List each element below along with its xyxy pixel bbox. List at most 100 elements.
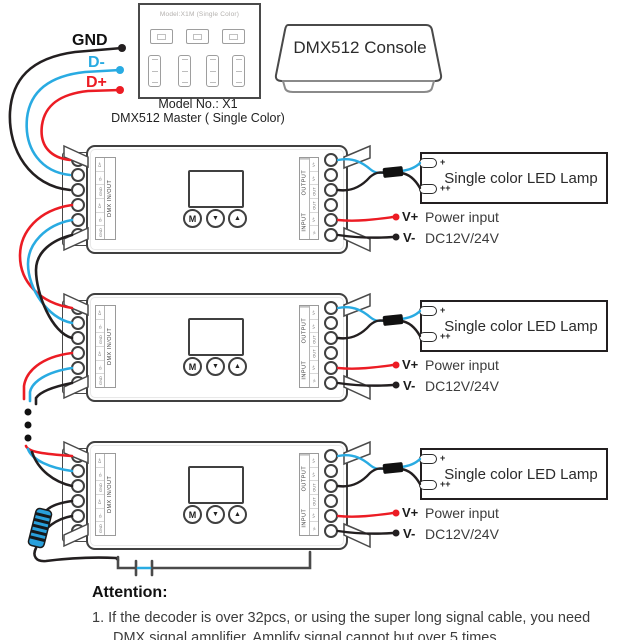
master-key (222, 29, 245, 44)
dmx-in-out-strip: D+ D- GND D+ D- GND DMX IN/OUT (95, 305, 116, 388)
screw-terminal (324, 464, 338, 478)
led-lamp-box: Single color LED Lamp (420, 300, 608, 352)
power-input-label: Power input (425, 357, 499, 373)
lamp-plus-sign: + (440, 453, 446, 463)
master-key (186, 29, 209, 44)
led-lamp-box: Single color LED Lamp (420, 448, 608, 500)
dmx512-console: DMX512 Console (274, 22, 446, 98)
screw-terminal (324, 479, 338, 493)
lamp-label: Single color LED Lamp (444, 465, 598, 483)
terminal-label: V+ (311, 457, 317, 463)
left-terminal-labels: D+ D- GND D+ D- GND (96, 454, 105, 535)
voltage-label: DC12V/24V (425, 230, 499, 246)
terminal-label: GND (97, 483, 103, 493)
screw-terminal (324, 449, 338, 463)
vminus-dot (392, 529, 400, 537)
right-terminal-labels: V+ V+ OUT OUT V+ V- (309, 306, 318, 387)
down-button: ▼ (206, 505, 225, 524)
gnd-label: GND (72, 32, 108, 49)
terminal-label: V- (311, 526, 317, 531)
terminal-label: OUT (311, 497, 317, 506)
master-model-line: Model No.: X1 (158, 97, 238, 111)
input-label: INPUT (301, 509, 308, 529)
screw-terminal (71, 479, 85, 493)
terminal-label: V+ (311, 512, 317, 518)
decoder-display (188, 466, 244, 504)
terminal-label: D- (97, 512, 103, 518)
power-input-label: Power input (425, 505, 499, 521)
wire-lamp-blue (399, 457, 422, 469)
down-button: ▼ (206, 357, 225, 376)
right-terminal-labels: V+ V+ OUT OUT V+ V- (309, 158, 318, 239)
power-input-label: Power input (425, 209, 499, 225)
voltage-label: DC12V/24V (425, 526, 499, 542)
lamp-label: Single color LED Lamp (444, 317, 598, 335)
vplus-label: V+ (402, 209, 419, 224)
master-type-line: DMX512 Master ( Single Color) (111, 111, 285, 125)
up-button: ▲ (228, 209, 247, 228)
attention-item-1-cont: DMX signal amplifier, Amplify signal can… (113, 630, 501, 640)
output-input-strip: OUTPUT INPUT V+ V+ OUT OUT V+ V- (299, 453, 319, 536)
terminal-label: D+ (97, 457, 103, 463)
vplus-label: V+ (402, 357, 419, 372)
master-slider (178, 55, 191, 87)
vplus-label: V+ (402, 505, 419, 520)
screw-terminal (71, 464, 85, 478)
terminator-bars (134, 559, 154, 577)
screw-terminal (71, 524, 85, 538)
decoder-display (188, 170, 244, 208)
vminus-label: V- (403, 378, 416, 393)
vminus-label: V- (403, 230, 416, 245)
loop-wire (151, 550, 312, 570)
up-button: ▲ (228, 357, 247, 376)
terminal-label: D- (97, 471, 103, 477)
master-key (150, 29, 173, 44)
lamp-minus-sign: ++ (440, 331, 451, 341)
lamp-minus-sign: ++ (440, 183, 451, 193)
terminal-label: V+ (311, 471, 317, 477)
console-shape (274, 24, 443, 93)
screw-terminal (324, 509, 338, 523)
screw-terminal (71, 509, 85, 523)
right-terminal-labels: V+ V+ OUT OUT V+ V- (309, 454, 318, 535)
screw-terminal (324, 494, 338, 508)
master-slider (206, 55, 219, 87)
wire-lamp-black (399, 467, 422, 486)
mode-button: M (183, 209, 202, 228)
lamp-plus-sign: + (440, 157, 446, 167)
master-slider (232, 55, 245, 87)
screw-terminal (71, 449, 85, 463)
dmx-in-out-label: DMX IN/OUT (107, 475, 113, 514)
output-input-strip: OUTPUT INPUT V+ V+ OUT OUT V+ V- (299, 157, 319, 240)
decoder-lamp-group: D+ D- GND D+ D- GND DMX IN/OUT OUTPUT IN… (0, 0, 640, 256)
dmx-in-out-strip: D+ D- GND D+ D- GND DMX IN/OUT (95, 453, 116, 536)
down-button: ▼ (206, 209, 225, 228)
lamp-plus-sign: + (440, 305, 446, 315)
decoder-lamp-group: D+ D- GND D+ D- GND DMX IN/OUT OUTPUT IN… (0, 296, 640, 552)
lamp-label: Single color LED Lamp (444, 169, 598, 187)
screw-terminal (324, 524, 338, 538)
mode-button: M (183, 505, 202, 524)
master-panel-title: Model:X1M (Single Color) (159, 11, 240, 18)
vminus-label: V- (403, 526, 416, 541)
console-label: DMX512 Console (293, 38, 427, 57)
up-button: ▲ (228, 505, 247, 524)
led-lamp-box: Single color LED Lamp (420, 152, 608, 204)
output-label: OUTPUT (300, 454, 309, 503)
output-input-strip: OUTPUT INPUT V+ V+ OUT OUT V+ V- (299, 305, 319, 388)
attention-heading: Attention: (92, 584, 168, 601)
loop-wire (116, 555, 137, 570)
lamp-connector-minus (419, 480, 437, 490)
wire-ferrule (382, 462, 404, 474)
dmx-master-panel: Model:X1M (Single Color) (138, 3, 261, 99)
master-slider (148, 55, 161, 87)
screw-terminal (324, 346, 338, 360)
screw-terminal (324, 198, 338, 212)
terminal-label: OUT (311, 483, 317, 492)
lamp-connector-plus (419, 454, 437, 464)
mode-button: M (183, 357, 202, 376)
terminal-label: GND (97, 524, 103, 534)
decoder-display (188, 318, 244, 356)
left-terminal-labels: D+ D- GND D+ D- GND (96, 306, 105, 387)
